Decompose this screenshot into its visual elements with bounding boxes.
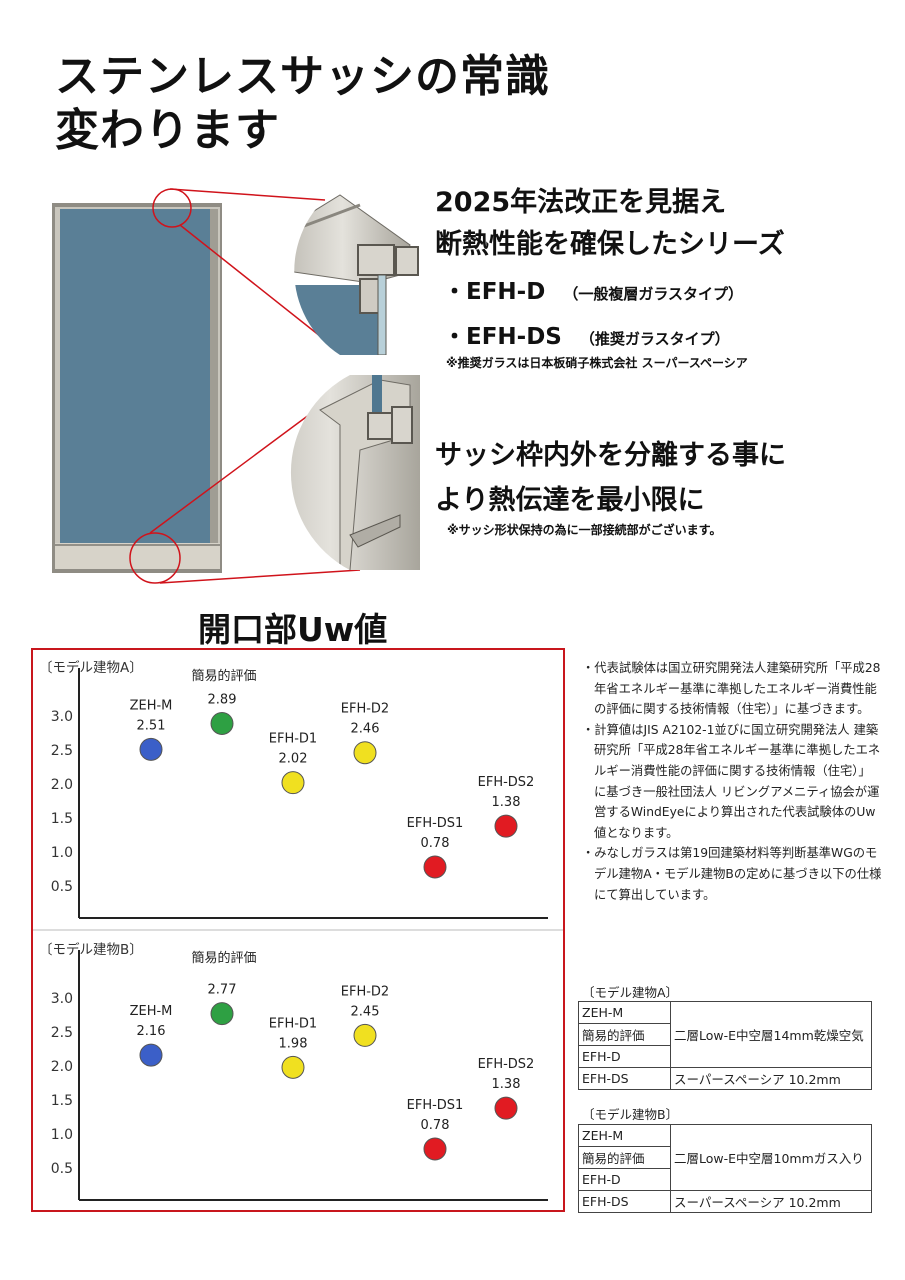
headline: ステンレスサッシの常識 変わります bbox=[55, 50, 550, 158]
data-category-label: EFH-DS2 bbox=[478, 1057, 535, 1072]
data-category-label: 簡易的評価 bbox=[191, 668, 256, 684]
y-tick-label: 0.5 bbox=[51, 1161, 73, 1177]
y-tick-label: 2.5 bbox=[51, 743, 73, 759]
data-point bbox=[139, 1043, 163, 1067]
section-title: 開口部Uw値 bbox=[198, 610, 388, 649]
table-row: EFH-D bbox=[578, 1045, 872, 1068]
glass-spec: スーパースペーシア 10.2mm bbox=[670, 1190, 872, 1213]
series-headline-1: 2025年法改正を見据え bbox=[435, 187, 727, 218]
data-category-label: ZEH-M bbox=[130, 1004, 173, 1019]
data-category-label: ZEH-M bbox=[130, 698, 173, 713]
data-value-label: 1.98 bbox=[279, 1036, 308, 1051]
y-tick-label: 2.0 bbox=[51, 1059, 73, 1075]
sash-illustration bbox=[52, 188, 420, 584]
data-value-label: 2.51 bbox=[137, 718, 166, 733]
series-headline-2: 断熱性能を確保したシリーズ bbox=[435, 229, 785, 260]
data-point bbox=[139, 737, 163, 761]
data-point bbox=[281, 771, 305, 795]
table-b-caption: 〔モデル建物B〕 bbox=[582, 1107, 679, 1122]
data-value-label: 2.45 bbox=[351, 1004, 380, 1019]
data-point bbox=[423, 1137, 447, 1161]
headline-line-1: ステンレスサッシの常識 bbox=[55, 51, 550, 102]
magnify-circle-bottom bbox=[129, 532, 181, 584]
y-tick-label: 1.0 bbox=[51, 845, 73, 861]
data-category-label: 簡易的評価 bbox=[191, 950, 256, 966]
y-tick-label: 3.0 bbox=[51, 991, 73, 1007]
data-point bbox=[210, 711, 234, 735]
note-item: ・計算値はJIS A2102-1並びに国立研究開発法人 建築研究所「平成28年省… bbox=[582, 722, 881, 840]
glass-spec: 二層Low-E中空層10mmガス入り bbox=[670, 1124, 872, 1191]
chart-title: 〔モデル建物B〕 bbox=[39, 941, 143, 958]
y-tick-label: 1.0 bbox=[51, 1127, 73, 1143]
data-category-label: EFH-DS2 bbox=[478, 775, 535, 790]
data-value-label: 2.02 bbox=[279, 752, 308, 767]
bottom-profile bbox=[290, 375, 420, 570]
model-desc: （推奨ガラスタイプ） bbox=[579, 330, 730, 348]
data-value-label: 1.38 bbox=[492, 795, 521, 810]
model-desc: （一般複層ガラスタイプ） bbox=[563, 285, 744, 303]
data-category-label: EFH-D1 bbox=[269, 1016, 317, 1031]
glass-spec: スーパースペーシア 10.2mm bbox=[670, 1067, 872, 1090]
model-name: EFH-D bbox=[466, 279, 546, 305]
note-item: ・みなしガラスは第19回建築材料等判断基準WGのモデル建物A・モデル建物Bの定め… bbox=[582, 846, 882, 902]
data-point bbox=[423, 855, 447, 879]
y-tick-label: 0.5 bbox=[51, 879, 73, 895]
top-profile bbox=[294, 194, 419, 355]
y-tick-label: 2.5 bbox=[51, 1025, 73, 1041]
table-a-caption: 〔モデル建物A〕 bbox=[582, 985, 679, 1000]
data-category-label: EFH-D2 bbox=[341, 984, 389, 999]
window-frame bbox=[52, 203, 222, 573]
data-category-label: EFH-DS1 bbox=[407, 816, 464, 831]
data-category-label: EFH-D1 bbox=[269, 732, 317, 747]
data-point bbox=[353, 741, 377, 765]
notes: ・代表試験体は国立研究開発法人建築研究所「平成28年省エネルギー基準に準拠したエ… bbox=[582, 658, 882, 905]
data-category-label: EFH-D2 bbox=[341, 702, 389, 717]
connection-note: ※サッシ形状保持の為に一部接続部がございます。 bbox=[447, 523, 722, 537]
model-name: EFH-DS bbox=[466, 324, 562, 350]
window-glass bbox=[60, 209, 210, 544]
data-value-label: 0.78 bbox=[421, 1118, 450, 1133]
headline-line-2: 変わります bbox=[55, 105, 280, 156]
data-point bbox=[281, 1055, 305, 1079]
model-efh-ds: ・EFH-DS（推奨ガラスタイプ） bbox=[443, 324, 730, 350]
data-value-label: 2.77 bbox=[208, 983, 237, 998]
data-value-label: 2.89 bbox=[208, 692, 237, 707]
chart-title: 〔モデル建物A〕 bbox=[39, 659, 143, 676]
data-point bbox=[494, 814, 518, 838]
data-value-label: 0.78 bbox=[421, 836, 450, 851]
y-tick-label: 3.0 bbox=[51, 709, 73, 725]
data-point bbox=[210, 1002, 234, 1026]
data-value-label: 2.46 bbox=[351, 722, 380, 737]
separation-headline-2: より熱伝達を最小限に bbox=[435, 485, 705, 516]
data-point bbox=[494, 1096, 518, 1120]
y-tick-label: 2.0 bbox=[51, 777, 73, 793]
y-tick-label: 1.5 bbox=[51, 1093, 73, 1109]
data-category-label: EFH-DS1 bbox=[407, 1098, 464, 1113]
y-tick-label: 1.5 bbox=[51, 811, 73, 827]
data-value-label: 2.16 bbox=[137, 1024, 166, 1039]
note-item: ・代表試験体は国立研究開発法人建築研究所「平成28年省エネルギー基準に準拠したエ… bbox=[582, 661, 881, 717]
glass-spec: 二層Low-E中空層14mm乾燥空気 bbox=[670, 1001, 872, 1068]
glass-note: ※推奨ガラスは日本板硝子株式会社 スーパースペーシア bbox=[446, 356, 748, 370]
separation-headline-1: サッシ枠内外を分離する事に bbox=[435, 440, 786, 471]
model-efh-d: ・EFH-D（一般複層ガラスタイプ） bbox=[443, 279, 744, 305]
data-value-label: 1.38 bbox=[492, 1077, 521, 1092]
data-point bbox=[353, 1023, 377, 1047]
